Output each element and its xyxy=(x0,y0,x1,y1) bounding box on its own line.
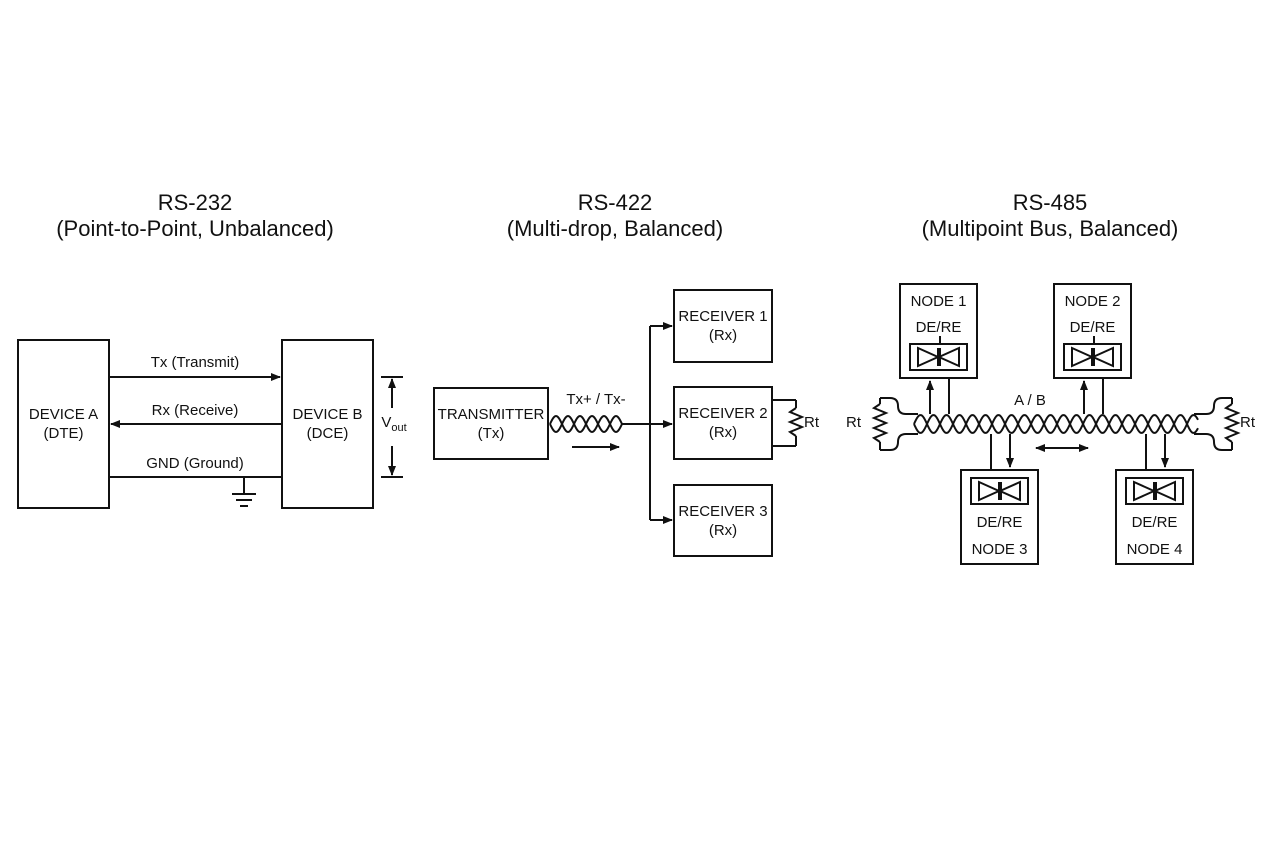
vout-sub: out xyxy=(391,422,407,434)
node-4-ctrl: DE/RE xyxy=(1131,514,1178,531)
receiver-3-role: (Rx) xyxy=(708,522,738,539)
device-a-box xyxy=(17,339,110,509)
node-2-box xyxy=(1053,283,1132,379)
rs485-bus-wire-1 xyxy=(913,414,1199,434)
receiver-2-label: RECEIVER 2 (Rx) xyxy=(674,404,772,442)
transmitter-label: TRANSMITTER (Tx) xyxy=(434,405,548,443)
rs422-section xyxy=(433,289,805,557)
rs485-section xyxy=(871,283,1241,565)
ground-symbol xyxy=(232,477,256,507)
device-a-role: (DTE) xyxy=(43,425,84,442)
transmitter-name: TRANSMITTER xyxy=(437,406,545,423)
node-1-name: NODE 1 xyxy=(910,293,967,310)
receiver-1-box xyxy=(673,289,773,363)
receiver-2-name: RECEIVER 2 xyxy=(678,405,768,422)
device-a-label: DEVICE A (DTE) xyxy=(18,405,109,443)
rs232-section xyxy=(17,339,403,509)
node-4-name: NODE 4 xyxy=(1126,541,1183,558)
node-3-ctrl: DE/RE xyxy=(976,514,1023,531)
left-termination xyxy=(871,397,918,451)
node-2-name: NODE 2 xyxy=(1064,293,1121,310)
receiver-2-role: (Rx) xyxy=(708,424,738,441)
rs422-title: RS-422 (Multi-drop, Balanced) xyxy=(470,190,760,242)
node-1-ctrl: DE/RE xyxy=(915,319,962,336)
pair-label: Tx+ / Tx- xyxy=(566,391,626,408)
rs232-title: RS-232 (Point-to-Point, Unbalanced) xyxy=(40,190,350,242)
rs485-title: RS-485 (Multipoint Bus, Balanced) xyxy=(900,190,1200,242)
receiver-3-name: RECEIVER 3 xyxy=(678,503,768,520)
transmitter-box xyxy=(433,387,549,460)
node-1-box xyxy=(899,283,978,379)
node-3-transceiver xyxy=(970,477,1029,505)
transmitter-role: (Tx) xyxy=(477,425,505,442)
device-b-role: (DCE) xyxy=(306,425,349,442)
rs422-rt-label: Rt xyxy=(804,414,819,431)
device-b-name: DEVICE B xyxy=(292,406,363,423)
receiver-3-label: RECEIVER 3 (Rx) xyxy=(674,502,772,540)
node-3-box xyxy=(960,469,1039,565)
rs422-title-main: RS-422 xyxy=(577,190,653,215)
tx-label: Tx (Transmit) xyxy=(150,354,240,371)
rs232-title-main: RS-232 xyxy=(157,190,233,215)
rs422-twisted-pair xyxy=(549,414,623,434)
receiver-3-box xyxy=(673,484,773,557)
receiver-2-box xyxy=(673,386,773,460)
rx-label: Rx (Receive) xyxy=(151,402,239,419)
device-a-name: DEVICE A xyxy=(28,406,99,423)
node-2-transceiver xyxy=(1063,336,1122,371)
node-2-ctrl: DE/RE xyxy=(1069,319,1116,336)
rs422-title-sub: (Multi-drop, Balanced) xyxy=(506,216,724,241)
bus-label: A / B xyxy=(1014,392,1046,409)
rs485-title-main: RS-485 xyxy=(1012,190,1088,215)
termination-resistor xyxy=(772,399,805,447)
receiver-1-label: RECEIVER 1 (Rx) xyxy=(674,307,772,345)
vout-label: Vout xyxy=(377,414,411,437)
rs485-rt-right-label: Rt xyxy=(1240,414,1255,431)
rs485-twisted-pair xyxy=(913,414,1199,434)
rs485-bus-wire-2 xyxy=(913,414,1199,434)
receiver-1-role: (Rx) xyxy=(708,327,738,344)
node-4-transceiver xyxy=(1125,477,1184,505)
node-4-box xyxy=(1115,469,1194,565)
rs422-pair-wire-2 xyxy=(549,414,623,434)
receiver-1-name: RECEIVER 1 xyxy=(678,308,768,325)
vout-main: V xyxy=(381,414,392,431)
rs232-title-sub: (Point-to-Point, Unbalanced) xyxy=(56,216,334,241)
rs485-title-sub: (Multipoint Bus, Balanced) xyxy=(921,216,1179,241)
device-b-label: DEVICE B (DCE) xyxy=(282,405,373,443)
gnd-label: GND (Ground) xyxy=(146,455,244,472)
vout-indicator xyxy=(381,376,403,478)
node-1-transceiver xyxy=(909,336,968,371)
node-3-name: NODE 3 xyxy=(971,541,1028,558)
right-termination xyxy=(1194,397,1241,451)
rs485-rt-left-label: Rt xyxy=(846,414,861,431)
